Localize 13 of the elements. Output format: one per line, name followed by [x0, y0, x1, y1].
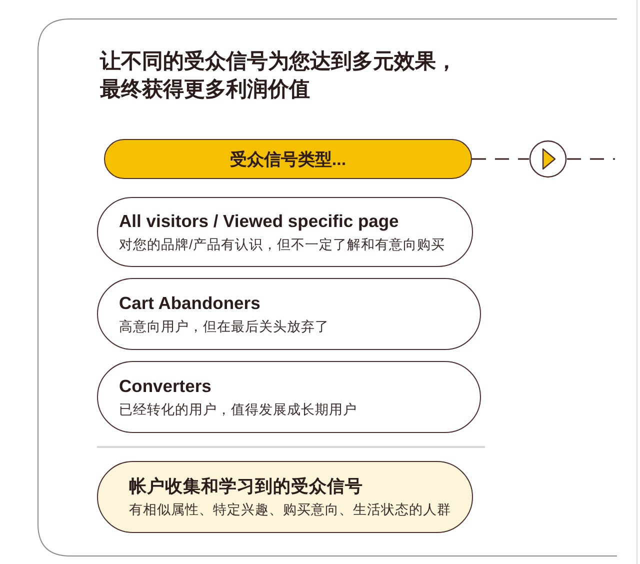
description-text: 已经转化的用户，值得发展成长期用户 — [119, 401, 358, 419]
description-text: 有相似属性、特定兴趣、购买意向、生活状态的人群 — [129, 501, 452, 519]
heading-text: Converters — [119, 375, 212, 397]
description-text: 高意向用户，但在最后关头放弃了 — [119, 318, 330, 336]
dashed-connector — [567, 158, 615, 160]
heading-text: Cart Abandoners — [119, 292, 262, 314]
description-text: 对您的品牌/产品有认识，但不一定了解和有意向购买 — [119, 236, 446, 254]
play-icon — [529, 140, 567, 178]
dashed-connector — [472, 158, 529, 160]
title-text: 让不同的受众信号为您达到多元效果，最终获得更多利润价值 — [100, 49, 458, 103]
heading-text: All visitors / Viewed specific page — [119, 210, 400, 232]
heading-pill: 受众信号类型... — [104, 139, 472, 179]
heading-text: 帐户收集和学习到的受众信号 — [129, 475, 364, 497]
